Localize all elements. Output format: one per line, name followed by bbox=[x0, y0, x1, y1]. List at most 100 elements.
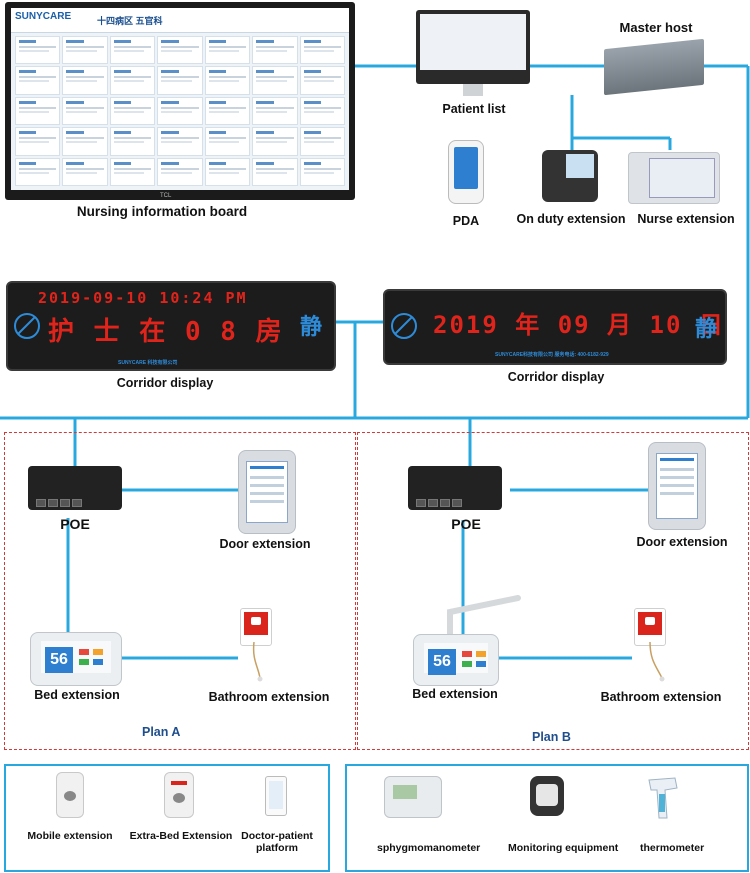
poe-port bbox=[60, 499, 70, 507]
nurse-extension-device bbox=[628, 152, 720, 204]
board-cell bbox=[204, 66, 251, 95]
board-screen: SUNYCARE 十四病区 五官科 bbox=[11, 8, 349, 190]
bed-tile bbox=[93, 649, 103, 655]
board-cell bbox=[109, 66, 156, 95]
board-cell bbox=[157, 66, 203, 95]
poe-port bbox=[440, 499, 450, 507]
monitoring-label: Monitoring equipment bbox=[508, 842, 619, 854]
corridor-left-label: Corridor display bbox=[116, 376, 214, 390]
plan-a-frame bbox=[4, 432, 356, 750]
bathroom-red-panel bbox=[638, 612, 662, 635]
plan-a-label: Plan A bbox=[142, 725, 181, 739]
door-screen bbox=[246, 461, 288, 523]
board-cell bbox=[299, 36, 345, 65]
plan-b-label: Plan B bbox=[532, 730, 571, 744]
on-duty-label: On duty extension bbox=[516, 212, 626, 226]
pda-device bbox=[448, 140, 484, 204]
corridor-display-left: 2019-09-10 10:24 PM 护 士 在 0 8 房 静 SUNYCA… bbox=[6, 281, 336, 371]
bed-arm bbox=[447, 595, 521, 640]
bath-b-label: Bathroom extension bbox=[600, 690, 722, 704]
bed-tile bbox=[462, 661, 472, 667]
bed-extension-a: 56 bbox=[30, 632, 122, 686]
pull-cord bbox=[649, 642, 665, 682]
board-cell bbox=[252, 66, 298, 95]
pda-label: PDA bbox=[452, 214, 480, 228]
board-cell bbox=[157, 96, 203, 126]
patient-list-label: Patient list bbox=[442, 102, 506, 116]
board-cell bbox=[62, 36, 108, 65]
sphygmomanometer-device bbox=[384, 776, 442, 818]
poe-switch-a bbox=[28, 466, 122, 510]
extra-bed-device bbox=[164, 772, 194, 818]
board-cell bbox=[62, 157, 108, 186]
door-screen-bar bbox=[660, 476, 694, 479]
board-cell bbox=[62, 96, 108, 126]
master-host-label: Master host bbox=[619, 20, 693, 35]
nurse-extension-screen bbox=[649, 158, 715, 198]
bed-a-label: Bed extension bbox=[34, 688, 120, 702]
board-cell bbox=[109, 127, 156, 156]
poe-port bbox=[416, 499, 426, 507]
doctor-patient-label: Doctor-patient platform bbox=[241, 830, 313, 854]
sphyg-label: sphygmomanometer bbox=[377, 842, 481, 854]
nurse-label: Nurse extension bbox=[637, 212, 735, 226]
quiet-sign: 静 bbox=[695, 316, 718, 341]
mobile-extension-device bbox=[56, 772, 84, 818]
device-button bbox=[173, 793, 185, 803]
door-screen-bar bbox=[250, 500, 284, 503]
board-ward-title: 十四病区 五官科 bbox=[97, 16, 163, 26]
poe-port bbox=[72, 499, 82, 507]
bathroom-red-panel bbox=[244, 612, 268, 635]
door-extension-b bbox=[648, 442, 706, 530]
board-cell bbox=[204, 96, 251, 126]
door-b-label: Door extension bbox=[636, 535, 728, 549]
board-cell bbox=[252, 157, 298, 186]
door-screen bbox=[656, 453, 698, 519]
board-cell bbox=[15, 66, 61, 95]
board-cells bbox=[15, 36, 345, 186]
quiet-sign: 静 bbox=[300, 314, 323, 339]
call-button bbox=[251, 616, 261, 625]
pull-cord bbox=[252, 642, 263, 682]
board-cell bbox=[15, 127, 61, 156]
no-smoking-icon bbox=[14, 313, 40, 339]
on-duty-phone bbox=[542, 150, 598, 202]
plan-b-frame bbox=[357, 432, 749, 750]
bed-tile bbox=[79, 649, 89, 655]
board-cell bbox=[299, 127, 345, 156]
board-cell bbox=[252, 127, 298, 156]
nursing-board-label: Nursing information board bbox=[76, 204, 248, 219]
bed-tile bbox=[93, 659, 103, 665]
no-smoking-icon bbox=[391, 313, 417, 339]
board-cell bbox=[252, 36, 298, 65]
poe-port bbox=[36, 499, 46, 507]
bed-number: 56 bbox=[45, 647, 73, 673]
board-cell bbox=[15, 36, 61, 65]
bed-tile bbox=[476, 651, 486, 657]
door-screen-bar bbox=[250, 484, 284, 487]
bathroom-extension-b bbox=[634, 608, 666, 646]
board-cell bbox=[109, 157, 156, 186]
nursing-information-board: SUNYCARE 十四病区 五官科 bbox=[5, 2, 355, 200]
patient-list-screen bbox=[420, 14, 526, 70]
bed-b-label: Bed extension bbox=[412, 687, 498, 701]
device-display bbox=[393, 785, 417, 799]
device-button bbox=[64, 791, 76, 801]
board-header: SUNYCARE 十四病区 五官科 bbox=[11, 8, 349, 33]
board-cell bbox=[109, 36, 156, 65]
door-extension-a bbox=[238, 450, 296, 534]
monitor-stand bbox=[463, 84, 483, 96]
thermometer-icon bbox=[648, 777, 678, 819]
board-cell bbox=[252, 96, 298, 126]
corridor-left-line1: 2019-09-10 10:24 PM bbox=[38, 289, 248, 307]
board-cell bbox=[299, 66, 345, 95]
watch-face bbox=[536, 784, 558, 806]
poe-a-label: POE bbox=[60, 516, 90, 532]
poe-b-label: POE bbox=[451, 516, 481, 532]
bath-a-label: Bathroom extension bbox=[208, 690, 330, 704]
board-cell bbox=[299, 157, 345, 186]
call-button bbox=[645, 616, 655, 625]
bed-tile bbox=[476, 661, 486, 667]
board-cell bbox=[15, 96, 61, 126]
bed-screen: 56 bbox=[41, 641, 111, 673]
